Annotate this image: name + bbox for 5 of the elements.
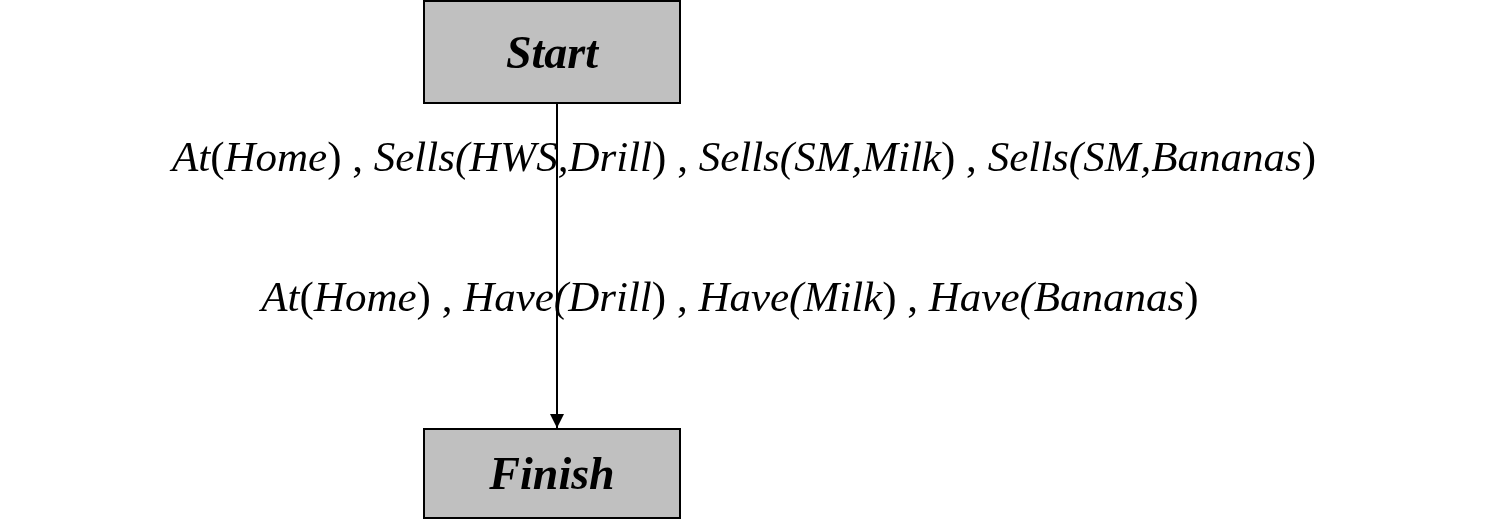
arrow	[550, 103, 564, 429]
process-box	[423, 0, 681, 104]
process-box	[423, 428, 681, 519]
node-label: Start	[505, 25, 598, 79]
node-label: Finish	[489, 447, 615, 500]
